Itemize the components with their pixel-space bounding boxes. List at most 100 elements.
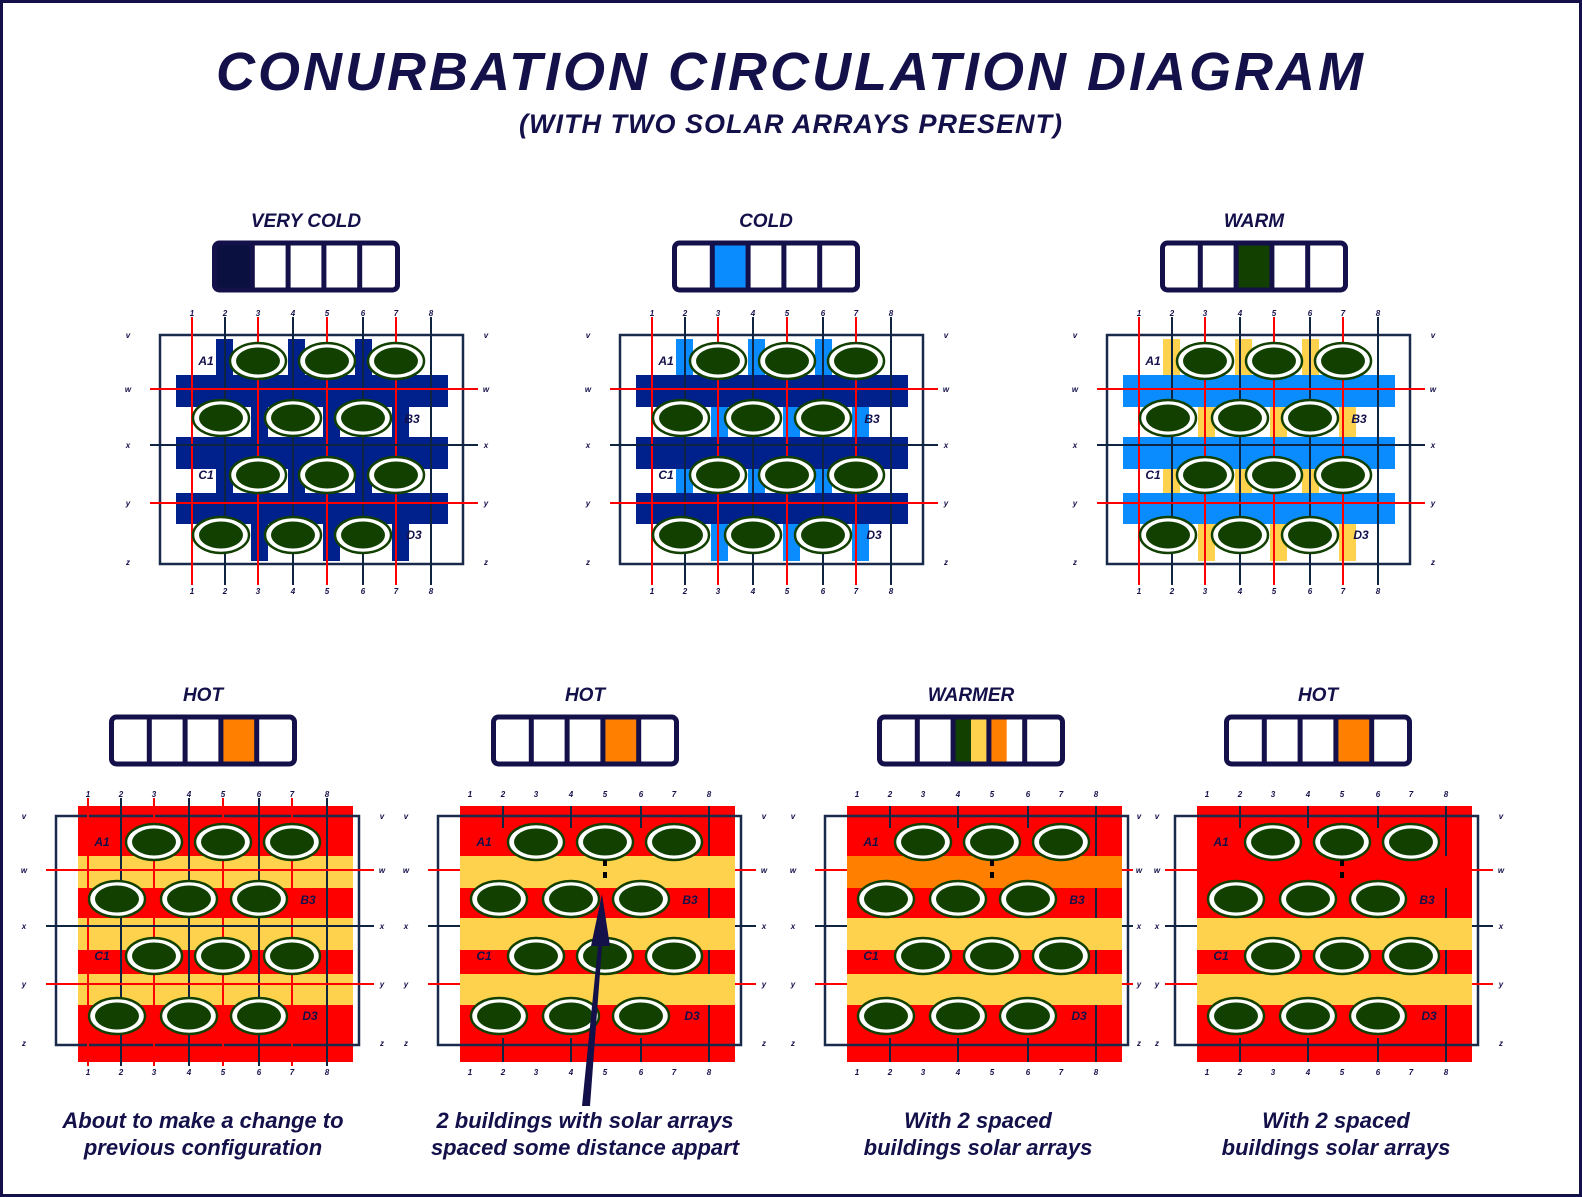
temperature-meter: WARMER [877,685,1065,767]
conurbation-boundary [54,814,361,1047]
building [1218,404,1262,432]
row-label: w [943,385,950,394]
caption-line: With 2 spaced [904,1108,1052,1133]
column-label: 3 [534,1068,539,1077]
block-label-a1: A1 [475,835,492,849]
building [1183,347,1227,375]
building [1214,1002,1258,1030]
block-label-d3: D3 [866,528,882,542]
column-label: 8 [325,790,330,799]
building [834,347,878,375]
meter-frame [1224,714,1412,767]
building [514,828,558,856]
building [374,461,418,489]
row-label: v [586,331,591,340]
building [1183,461,1227,489]
column-label: 2 [500,790,506,799]
block-label-c1: C1 [1213,949,1229,963]
building [1321,347,1365,375]
meter-frame [1160,240,1348,293]
column-label: 3 [716,309,721,318]
diagram-title: CONURBATION CIRCULATION DIAGRAM [216,42,1366,102]
column-label: 7 [290,790,295,799]
column-label: 3 [1271,790,1276,799]
column-label: 8 [1444,1068,1449,1077]
column-label: 2 [887,1068,893,1077]
row-label: z [790,1039,795,1048]
row-label: v [944,331,949,340]
column-label: 5 [990,1068,995,1077]
building [765,461,809,489]
building [270,942,314,970]
column-label: 4 [186,790,192,799]
building [1146,404,1190,432]
column-label: 3 [1203,587,1208,596]
building [1389,828,1433,856]
row-label: w [790,866,797,875]
column-label: 5 [221,790,226,799]
row-label: z [1498,1039,1503,1048]
meter-fill [988,718,1007,763]
diagram-subtitle: (WITH TWO SOLAR ARRAYS PRESENT) [519,109,1063,139]
column-label: 2 [222,309,228,318]
block-label-c1: C1 [94,949,110,963]
row-label: y [403,980,409,989]
column-label: 7 [672,790,677,799]
block-label-d3: D3 [406,528,422,542]
block-label-d3: D3 [1421,1009,1437,1023]
column-label: 7 [1059,790,1064,799]
row-label: x [125,441,131,450]
building [95,1002,139,1030]
column-label: 5 [1340,1068,1345,1077]
block-label-a1: A1 [657,354,674,368]
column-label: 6 [1376,790,1381,799]
street-flow [251,524,268,561]
meter-frame [491,714,679,767]
row-label: y [21,980,27,989]
row-label: y [1430,499,1436,508]
column-label: 7 [854,587,859,596]
row-label: x [379,922,385,931]
column-label: 1 [1205,790,1210,799]
building [549,1002,593,1030]
row-label: z [585,558,590,567]
building [970,942,1014,970]
column-label: 2 [1237,1068,1243,1077]
temperature-meter: HOT [109,685,297,767]
column-label: 8 [1444,790,1449,799]
column-label: 7 [1409,1068,1414,1077]
building [95,885,139,913]
block-label-c1: C1 [863,949,879,963]
block-label-b3: B3 [1419,893,1435,907]
column-label: 7 [290,1068,295,1077]
building [936,1002,980,1030]
column-label: 2 [118,790,124,799]
building [270,828,314,856]
block-label-a1: A1 [197,354,214,368]
building [201,828,245,856]
conurbation-boundary [158,333,465,566]
row-label: w [1072,385,1079,394]
row-label: w [761,866,768,875]
building [659,521,703,549]
column-label: 4 [186,1068,192,1077]
column-label: 1 [650,587,655,596]
row-label: x [943,441,949,450]
column-label: 3 [716,587,721,596]
block-label-a1: A1 [862,835,879,849]
meter-frame [212,240,400,293]
row-label: w [379,866,386,875]
conurbation-boundary [823,814,1130,1047]
building [305,461,349,489]
row-label: v [126,331,131,340]
building [652,828,696,856]
column-label: 1 [468,790,473,799]
row-label: v [484,331,489,340]
row-label: w [125,385,132,394]
building [1320,828,1364,856]
column-label: 3 [256,309,261,318]
row-label: y [585,499,591,508]
